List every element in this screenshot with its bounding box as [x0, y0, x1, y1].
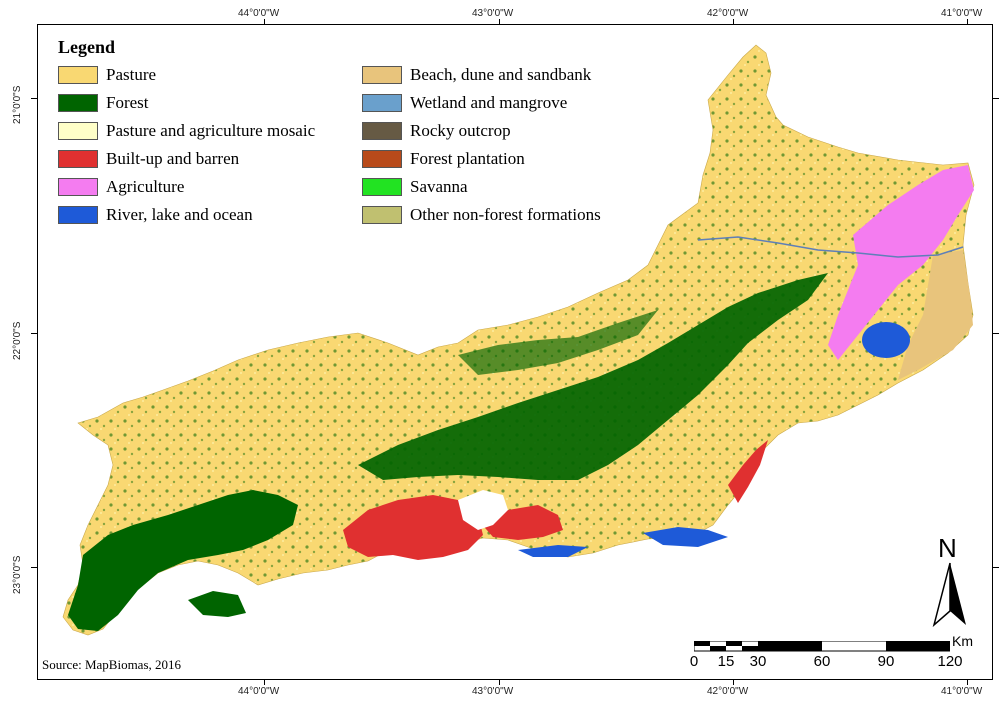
grid-tick — [993, 98, 999, 99]
forest-west — [68, 490, 298, 631]
legend-item: Forest — [58, 92, 149, 114]
scale-bar-graphic — [694, 641, 950, 652]
grid-tick — [499, 679, 500, 685]
scale-label: 120 — [937, 653, 963, 670]
grid-tick — [31, 333, 37, 334]
legend-swatch — [58, 94, 98, 112]
legend-label: River, lake and ocean — [106, 205, 253, 224]
map-frame: Legend Pasture Forest Pasture and agricu… — [37, 24, 993, 680]
source-credit: Source: MapBiomas, 2016 — [42, 657, 182, 672]
lagoon — [862, 322, 910, 358]
grid-tick — [967, 679, 968, 685]
scale-label: 30 — [749, 653, 767, 670]
coord-label-bottom: 44°0'0"W — [238, 686, 280, 697]
coord-label-bottom: 42°0'0"W — [707, 686, 749, 697]
legend-label: Forest plantation — [410, 149, 525, 168]
legend-label: Pasture — [106, 65, 157, 84]
legend-label: Forest — [106, 93, 149, 112]
grid-tick — [499, 19, 500, 25]
legend-swatch — [58, 178, 98, 196]
builtup-coast — [728, 440, 768, 503]
legend-item: Savanna — [362, 176, 468, 198]
grid-tick — [31, 98, 37, 99]
legend-swatch — [362, 150, 402, 168]
coast-water-east — [643, 527, 728, 547]
grid-tick — [733, 19, 734, 25]
legend-swatch — [58, 66, 98, 84]
legend-label: Rocky outcrop — [410, 121, 511, 140]
map-canvas — [62, 44, 975, 636]
legend-label: Wetland and mangrove — [410, 93, 568, 112]
scale-bar: Km 0 15 30 60 90 120 — [690, 633, 973, 679]
forest-central — [358, 273, 828, 480]
beach-east — [898, 250, 973, 380]
legend-item: River, lake and ocean — [58, 204, 253, 226]
coord-label-top: 42°0'0"W — [707, 8, 749, 19]
map-legend: Legend Pasture Forest Pasture and agricu… — [54, 37, 654, 227]
legend-swatch — [362, 122, 402, 140]
legend-swatch — [362, 206, 402, 224]
river — [697, 236, 964, 258]
legend-label: Other non-forest formations — [410, 205, 601, 224]
legend-title: Legend — [58, 37, 116, 57]
grid-tick — [31, 567, 37, 568]
agriculture-ne — [828, 165, 974, 360]
grid-tick — [993, 333, 999, 334]
legend-label: Beach, dune and sandbank — [410, 65, 592, 84]
coord-label-top: 43°0'0"W — [472, 8, 514, 19]
coord-label-top: 44°0'0"W — [238, 8, 280, 19]
legend-swatch — [58, 150, 98, 168]
grid-tick — [993, 567, 999, 568]
coord-label-left: 22°0'0"S — [12, 321, 23, 360]
legend-swatch — [362, 66, 402, 84]
legend-item: Rocky outcrop — [362, 120, 511, 142]
legend-label: Agriculture — [106, 177, 185, 196]
scale-label: 90 — [877, 653, 895, 670]
legend-item: Agriculture — [58, 176, 184, 198]
scale-unit: Km — [952, 633, 973, 649]
scale-label: 60 — [813, 653, 831, 670]
coord-label-left: 23°0'0"S — [12, 555, 23, 594]
legend-item: Beach, dune and sandbank — [362, 64, 591, 86]
legend-label: Pasture and agriculture mosaic — [106, 121, 316, 140]
grid-tick — [967, 19, 968, 25]
scale-label: 0 — [689, 653, 699, 670]
legend-label: Savanna — [410, 177, 468, 196]
coord-label-top: 41°0'0"W — [941, 8, 983, 19]
legend-swatch — [58, 122, 98, 140]
coast-water-mid — [518, 545, 588, 557]
forest-island — [188, 591, 246, 617]
coord-label-bottom: 43°0'0"W — [472, 686, 514, 697]
legend-item: Built-up and barren — [58, 148, 239, 170]
grid-tick — [264, 19, 265, 25]
coord-label-bottom: 41°0'0"W — [941, 686, 983, 697]
scale-label: 15 — [717, 653, 735, 670]
legend-item: Wetland and mangrove — [362, 92, 567, 114]
legend-item: Forest plantation — [362, 148, 525, 170]
grid-tick — [264, 679, 265, 685]
grid-tick — [733, 679, 734, 685]
legend-swatch — [362, 178, 402, 196]
north-arrow: N — [930, 533, 970, 628]
coord-label-left: 21°0'0"S — [12, 85, 23, 124]
legend-swatch — [362, 94, 402, 112]
builtup-rio — [343, 495, 483, 560]
legend-swatch — [58, 206, 98, 224]
forest-north — [458, 310, 658, 375]
guanabara-bay — [458, 490, 508, 530]
north-letter: N — [938, 533, 957, 563]
legend-label: Built-up and barren — [106, 149, 240, 168]
legend-item: Pasture — [58, 64, 156, 86]
north-arrow-icon — [932, 562, 966, 628]
legend-item: Other non-forest formations — [362, 204, 601, 226]
legend-item: Pasture and agriculture mosaic — [58, 120, 315, 142]
